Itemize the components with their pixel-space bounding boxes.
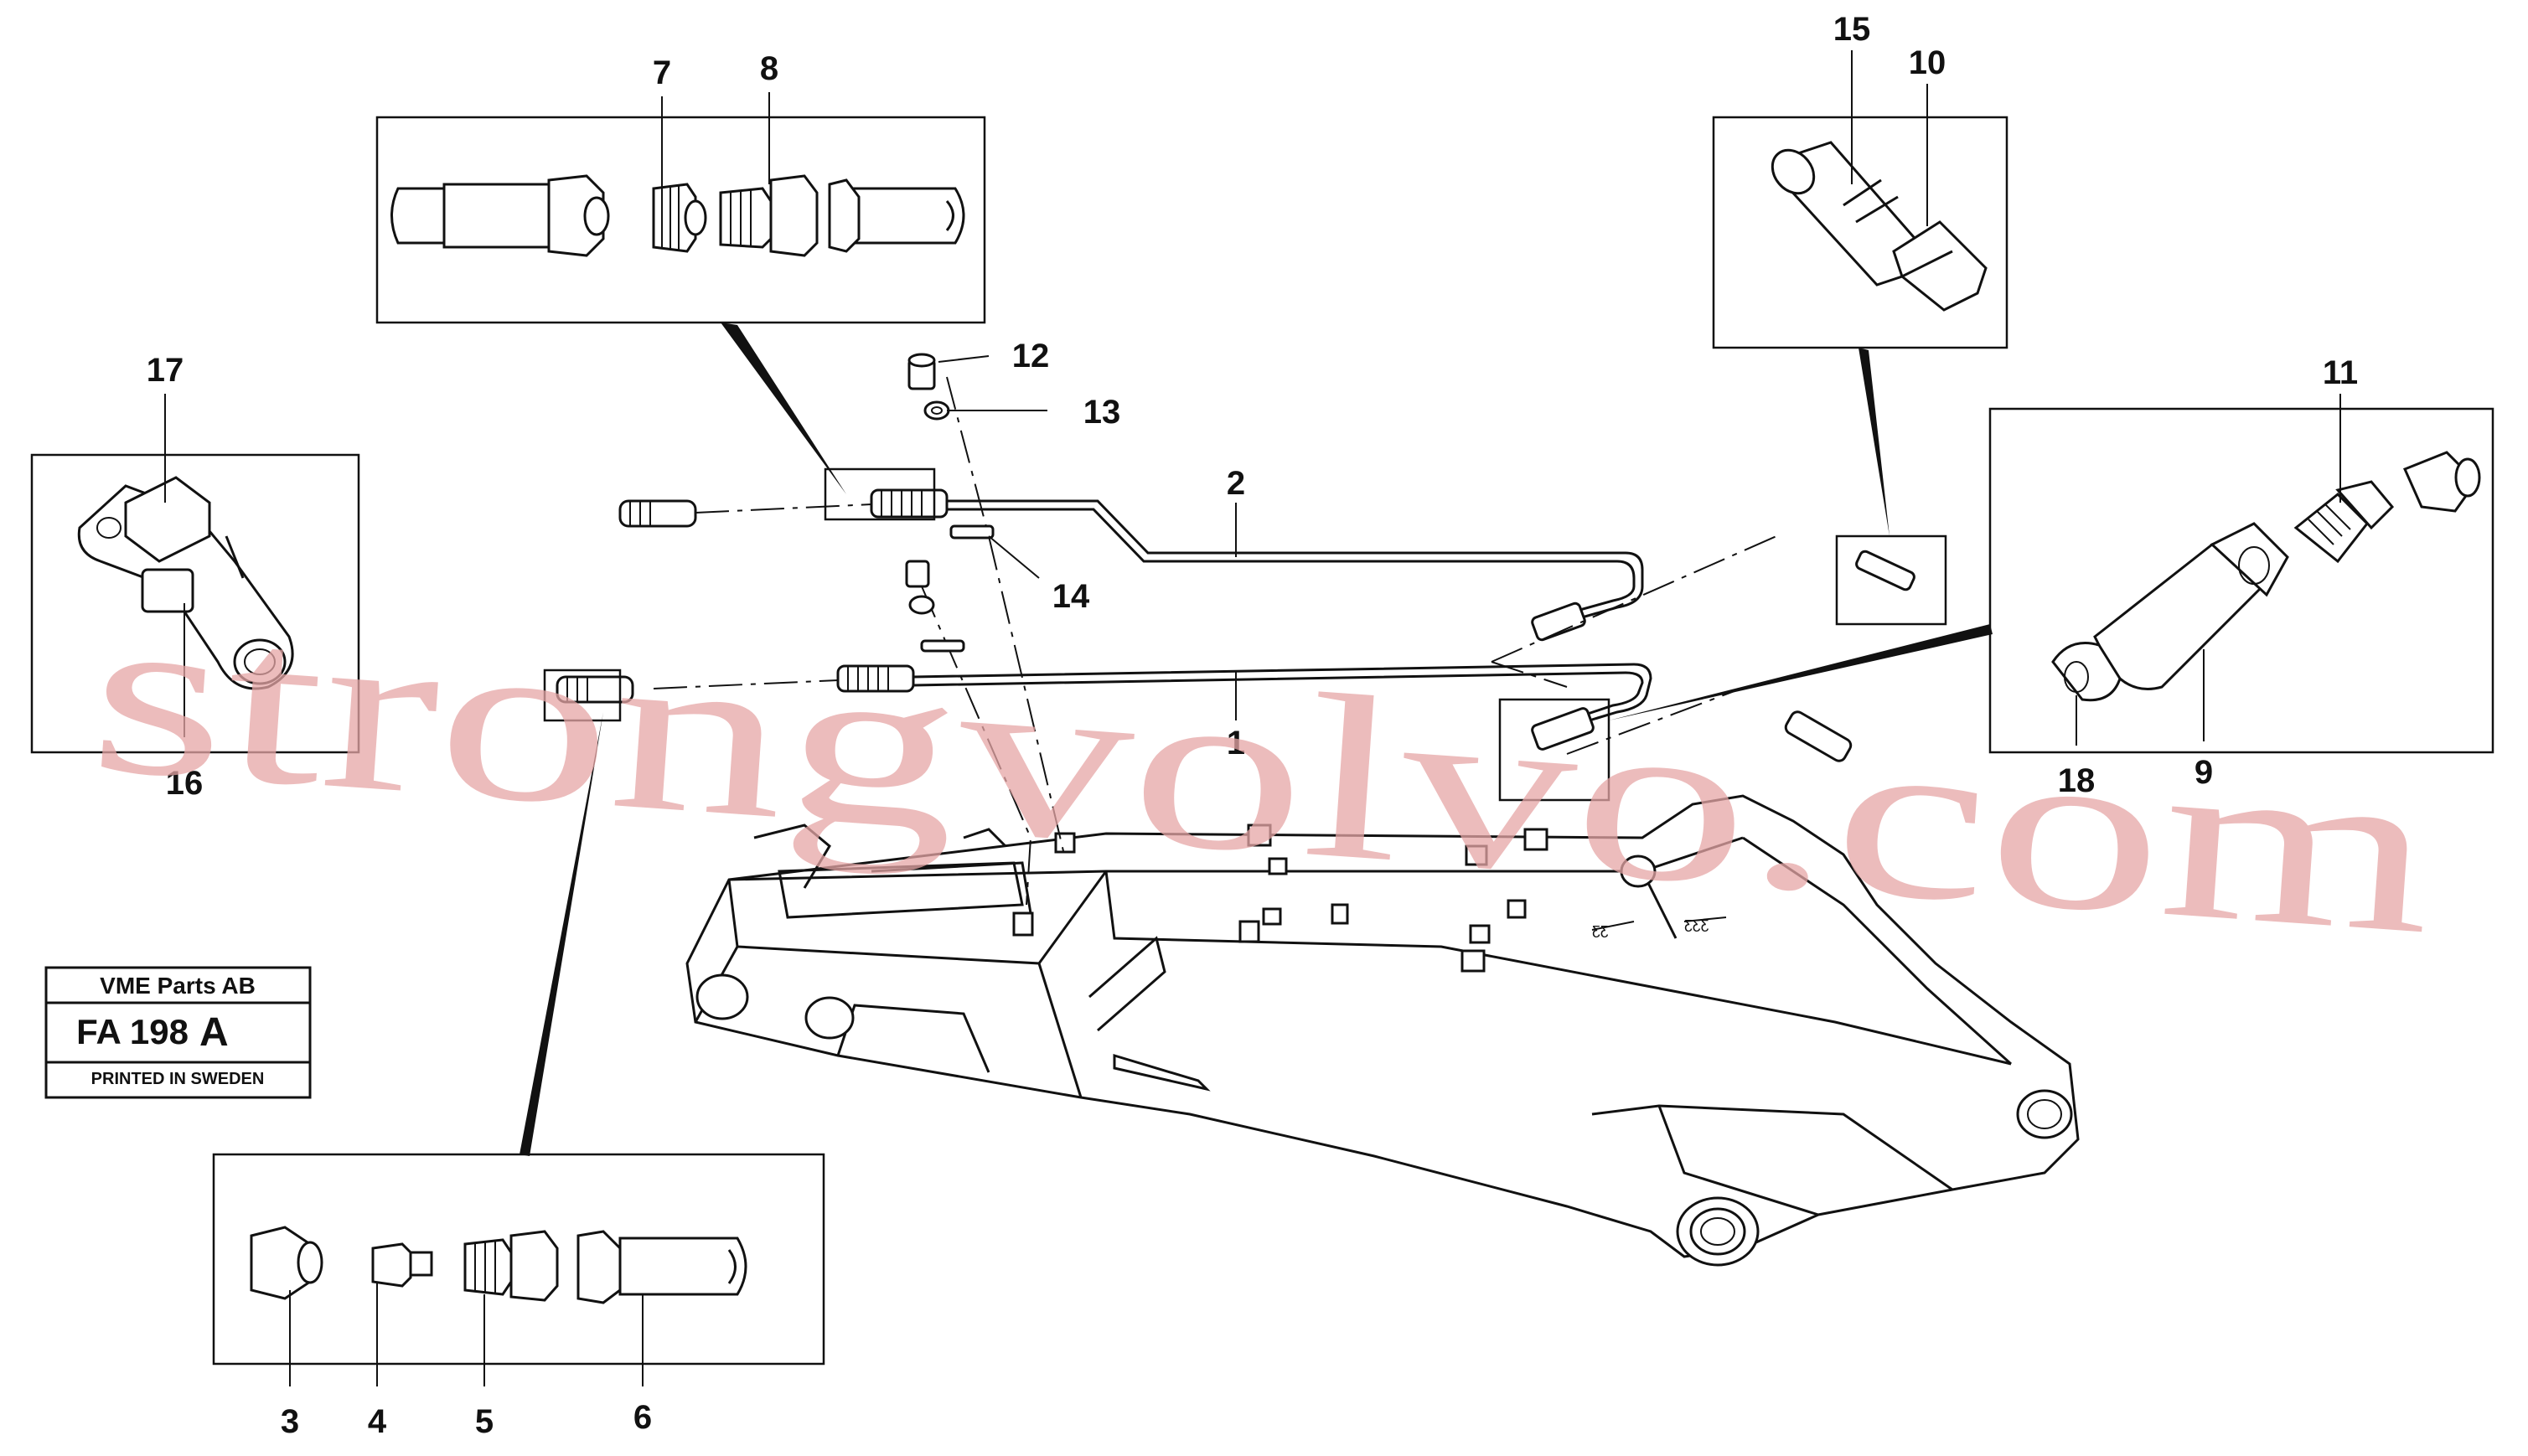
detail-box-17-16: [30, 453, 360, 754]
label-15: 15: [1833, 11, 1871, 48]
label-2: 2: [1227, 465, 1245, 502]
label-6: 6: [633, 1399, 652, 1436]
detail-box-11-9-18: [1498, 407, 2494, 802]
label-10: 10: [1909, 44, 1946, 81]
label-5: 5: [475, 1403, 494, 1440]
boom-arm: ƹƹ ƹƹƹ: [685, 794, 2080, 1267]
label-7: 7: [653, 54, 671, 91]
label-8: 8: [760, 50, 778, 87]
label-14: 14: [1052, 578, 1090, 615]
stamp-code: FA 198: [76, 1012, 189, 1051]
label-3: 3: [281, 1403, 299, 1440]
label-12: 12: [1012, 338, 1050, 374]
detail-box-3-6: [212, 669, 825, 1366]
svg-text:ƹƹƹ: ƹƹƹ: [1684, 915, 1709, 932]
label-13: 13: [1083, 394, 1121, 431]
label-9: 9: [2195, 754, 2213, 791]
leader-lines: [164, 50, 2341, 1386]
svg-text:ƹƹ: ƹƹ: [1592, 921, 1609, 937]
stamp-company: VME Parts AB: [100, 973, 256, 999]
label-17: 17: [147, 352, 184, 389]
stamp-box: VME Parts AB FA 198 A PRINTED IN SWEDEN: [44, 966, 312, 1099]
label-4: 4: [368, 1403, 387, 1440]
label-16: 16: [166, 765, 204, 802]
stamp-revision: A: [199, 1010, 229, 1055]
detail-box-15-10: [1712, 116, 2008, 626]
stamp-printed: PRINTED IN SWEDEN: [91, 1070, 265, 1088]
detail-box-7-8: [375, 116, 986, 521]
label-1: 1: [1227, 725, 1245, 762]
label-11: 11: [2323, 354, 2358, 391]
part-labels: 2 1 3 4 5 6 7 8 9 10 11 12 13 14 15 16 1…: [147, 11, 2358, 1440]
hose-lines: [556, 353, 1853, 906]
label-18: 18: [2058, 762, 2096, 799]
